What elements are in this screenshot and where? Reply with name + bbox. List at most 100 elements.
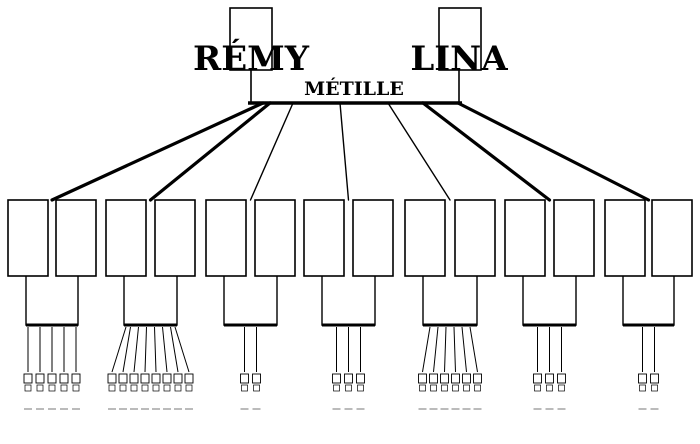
child-photo-box-6 xyxy=(254,199,296,277)
family-bracket-7 xyxy=(622,276,675,326)
grandchild-box-6-1 xyxy=(533,373,542,384)
grandchild-box-1-2 xyxy=(35,373,45,384)
grandchild-line-5-2 xyxy=(433,326,439,373)
grandchild-line-2-2 xyxy=(122,326,131,373)
grandchild-sub-box-6-2 xyxy=(546,384,553,392)
grandchild-box-1-5 xyxy=(71,373,81,384)
grandchild-box-2-4 xyxy=(140,373,150,384)
grandchild-sub-box-1-1 xyxy=(24,384,32,392)
child-photo-box-13 xyxy=(604,199,646,277)
grandchild-sub-box-1-3 xyxy=(48,384,56,392)
partner-right-name: LINA xyxy=(410,39,508,79)
grandchild-box-2-2 xyxy=(118,373,128,384)
grandchild-line-5-3 xyxy=(444,326,447,373)
grandchild-sub-box-3-2 xyxy=(253,384,260,392)
child-pair-connector-2 xyxy=(148,101,272,202)
child-photo-box-8 xyxy=(352,199,394,277)
child-photo-box-4 xyxy=(154,199,196,277)
child-photo-box-14 xyxy=(651,199,693,277)
child-photo-box-7 xyxy=(303,199,345,277)
grandchild-box-4-1 xyxy=(332,373,341,384)
grandchild-sub-box-2-4 xyxy=(141,384,149,392)
child-pair-connector-1 xyxy=(50,101,265,202)
grandchild-box-7-2 xyxy=(650,373,659,384)
grandchild-sub-box-2-3 xyxy=(130,384,138,392)
grandchild-sub-box-4-1 xyxy=(333,384,340,392)
grandchild-box-3-1 xyxy=(240,373,249,384)
grandchild-sub-box-1-4 xyxy=(60,384,68,392)
grandchild-sub-box-7-1 xyxy=(639,384,646,392)
child-pair-connector-6 xyxy=(421,101,552,202)
grandchild-sub-box-1-2 xyxy=(36,384,44,392)
child-photo-box-9 xyxy=(404,199,446,277)
grandchild-box-2-5 xyxy=(151,373,161,384)
family-bracket-5 xyxy=(422,276,478,326)
grandchild-box-2-7 xyxy=(173,373,183,384)
grandchild-box-1-1 xyxy=(23,373,33,384)
child-pair-connector-3 xyxy=(249,102,294,201)
family-surname: MÉTILLE xyxy=(304,77,404,100)
grandchild-line-5-1 xyxy=(422,326,431,373)
grandchild-line-2-6 xyxy=(162,326,168,373)
child-photo-box-2 xyxy=(55,199,97,277)
grandchild-sub-box-6-3 xyxy=(558,384,565,392)
family-bracket-1 xyxy=(25,276,79,326)
grandchild-line-2-1 xyxy=(111,326,127,373)
grandchild-sub-box-5-1 xyxy=(419,384,426,392)
grandchild-sub-box-2-2 xyxy=(119,384,127,392)
grandchild-box-1-4 xyxy=(59,373,69,384)
child-photo-box-1 xyxy=(7,199,49,277)
family-bracket-6 xyxy=(522,276,577,326)
grandchild-box-5-5 xyxy=(462,373,471,384)
grandchild-line-5-4 xyxy=(453,326,456,373)
child-photo-box-3 xyxy=(105,199,147,277)
grandchild-line-5-5 xyxy=(461,326,467,373)
grandchild-line-2-5 xyxy=(154,326,157,373)
grandchild-sub-box-2-5 xyxy=(152,384,160,392)
child-pair-connector-5 xyxy=(387,102,451,201)
grandchild-box-4-3 xyxy=(356,373,365,384)
child-photo-box-11 xyxy=(504,199,546,277)
grandchild-sub-box-2-7 xyxy=(174,384,182,392)
child-pair-connector-7 xyxy=(456,101,651,202)
person-boxes xyxy=(7,7,693,277)
grandchild-sub-box-6-1 xyxy=(534,384,541,392)
grandchild-sub-box-2-8 xyxy=(185,384,193,392)
grandchild-box-2-6 xyxy=(162,373,172,384)
child-photo-box-12 xyxy=(553,199,595,277)
grandchild-sub-box-5-4 xyxy=(452,384,459,392)
grandchild-box-2-8 xyxy=(184,373,194,384)
grandchild-box-1-3 xyxy=(47,373,57,384)
family-bracket-4 xyxy=(321,276,376,326)
grandchild-box-5-3 xyxy=(440,373,449,384)
grandchild-sub-box-2-1 xyxy=(108,384,116,392)
connector-lines xyxy=(25,70,675,327)
grandchild-box-5-4 xyxy=(451,373,460,384)
grandchild-sub-box-5-3 xyxy=(441,384,448,392)
grandchild-box-2-3 xyxy=(129,373,139,384)
grandchild-sub-box-1-5 xyxy=(72,384,80,392)
grandchild-box-6-2 xyxy=(545,373,554,384)
grandchild-line-2-4 xyxy=(144,326,147,373)
grandchild-line-2-8 xyxy=(174,326,190,373)
partner-left-photo-box xyxy=(229,7,273,71)
grandchild-box-3-2 xyxy=(252,373,261,384)
child-pair-connector-4 xyxy=(339,102,350,201)
grandchild-box-2-1 xyxy=(107,373,117,384)
grandchild-sub-box-7-2 xyxy=(651,384,658,392)
grandchildren-group xyxy=(23,326,659,410)
grandchild-line-2-7 xyxy=(170,326,179,373)
grandchild-box-5-2 xyxy=(429,373,438,384)
grandchild-line-5-6 xyxy=(469,326,478,373)
partner-right-photo-box xyxy=(438,7,482,71)
grandchild-sub-box-4-3 xyxy=(357,384,364,392)
grandchild-line-2-3 xyxy=(133,326,139,373)
grandchild-box-5-6 xyxy=(473,373,482,384)
grandchild-sub-box-5-5 xyxy=(463,384,470,392)
grandchild-box-6-3 xyxy=(557,373,566,384)
partner-left-name: RÉMY xyxy=(193,38,310,79)
family-bracket-3 xyxy=(223,276,278,326)
grandchild-sub-box-5-2 xyxy=(430,384,437,392)
grandchild-sub-box-4-2 xyxy=(345,384,352,392)
